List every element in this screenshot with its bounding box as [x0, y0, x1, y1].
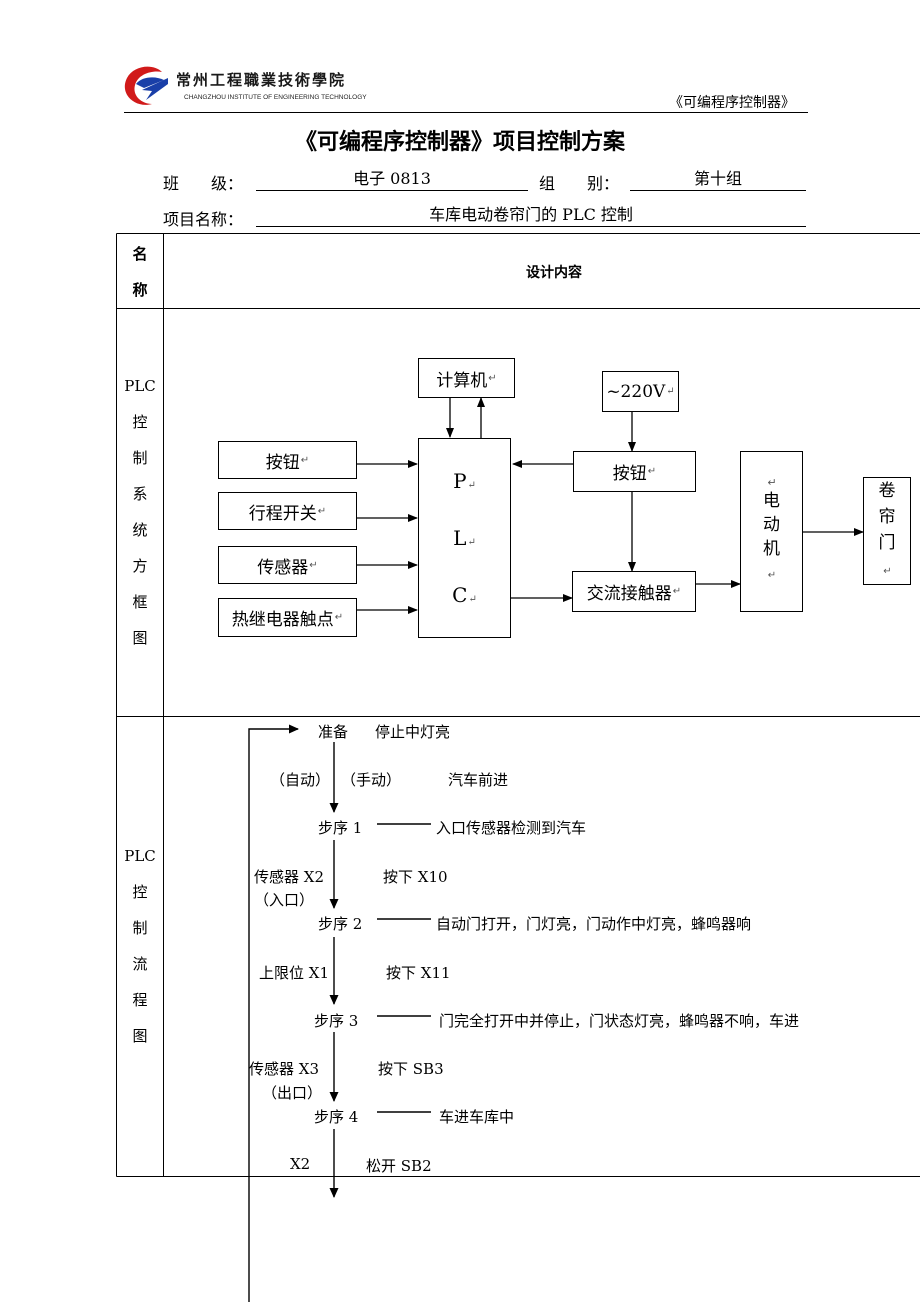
- flow-step3-note: 门完全打开中并停止，门状态灯亮，蜂鸣器不响，车进: [439, 1012, 800, 1030]
- flow-cond2-press: 按下 X11: [386, 964, 451, 982]
- school-name-en: CHANGZHOU INSTITUTE OF ENGINEERING TECHN…: [184, 94, 367, 101]
- flow-car-forward: 汽车前进: [448, 771, 509, 789]
- flow-cond1-entrance: （入口）: [254, 891, 315, 909]
- flow-auto: （自动）: [270, 771, 331, 789]
- flow-step2-note: 自动门打开，门灯亮，门动作中灯亮，蜂鸣器响: [436, 915, 752, 933]
- input-button-box: 按钮↵: [218, 441, 357, 479]
- plc-box: P↵ L↵ C↵: [418, 438, 511, 638]
- flow-step3: 步序 3: [314, 1012, 359, 1030]
- flow-step4: 步序 4: [314, 1108, 359, 1126]
- plc-letter-p: P↵: [453, 469, 476, 494]
- header-rule: [124, 112, 808, 113]
- project-value: 车库电动卷帘门的 PLC 控制: [256, 204, 806, 227]
- group-label: 组 别：: [539, 174, 620, 193]
- class-value: 电子 0813: [256, 168, 528, 191]
- sensor-box: 传感器↵: [218, 546, 357, 584]
- project-label: 项目名称：: [163, 210, 244, 229]
- flow-cond4-release: 松开 SB2: [366, 1157, 432, 1175]
- plc-letter-c: C↵: [452, 582, 477, 607]
- school-logo: [122, 64, 170, 108]
- flow-cond4-x2: X2: [290, 1155, 311, 1173]
- school-name-cn: 常州工程職業技術學院: [176, 71, 347, 89]
- computer-box: 计算机↵: [418, 358, 515, 398]
- table-col-content: 设计内容: [526, 265, 582, 281]
- thermal-relay-box: 热继电器触点↵: [218, 598, 357, 637]
- plc-letter-l: L↵: [453, 525, 476, 550]
- door-box: 卷帘门↵: [863, 477, 911, 585]
- flow-manual: （手动）: [341, 771, 402, 789]
- flow-cond1-press: 按下 X10: [383, 868, 448, 886]
- flow-cond3-sensor: 传感器 X3: [249, 1060, 319, 1078]
- flow-cond1-sensor: 传感器 X2: [254, 868, 324, 886]
- header-course-title: 《可编程序控制器》: [669, 95, 795, 111]
- page-title: 《可编程序控制器》项目控制方案: [294, 129, 625, 155]
- group-value: 第十组: [630, 168, 806, 191]
- flow-cond3-press: 按下 SB3: [378, 1060, 444, 1078]
- flow-step2: 步序 2: [318, 915, 363, 933]
- power-supply-box: ~220V↵: [602, 371, 679, 412]
- flow-step1-note: 入口传感器检测到汽车: [436, 819, 587, 837]
- travel-switch-box: 行程开关↵: [218, 492, 357, 530]
- class-label: 班 级：: [163, 174, 244, 193]
- button-box-2: 按钮↵: [573, 451, 696, 492]
- flow-step4-note: 车进车库中: [439, 1108, 515, 1126]
- flow-ready: 准备: [318, 723, 349, 741]
- flow-cond2-limit: 上限位 X1: [259, 964, 329, 982]
- table-col-name: 名称: [132, 245, 148, 299]
- contactor-box: 交流接触器↵: [572, 571, 696, 612]
- flow-cond3-exit: （出口）: [262, 1084, 323, 1102]
- motor-box: ↵ 电动机↵: [740, 451, 803, 612]
- flow-ready-note: 停止中灯亮: [375, 723, 451, 741]
- flow-step1: 步序 1: [318, 819, 363, 837]
